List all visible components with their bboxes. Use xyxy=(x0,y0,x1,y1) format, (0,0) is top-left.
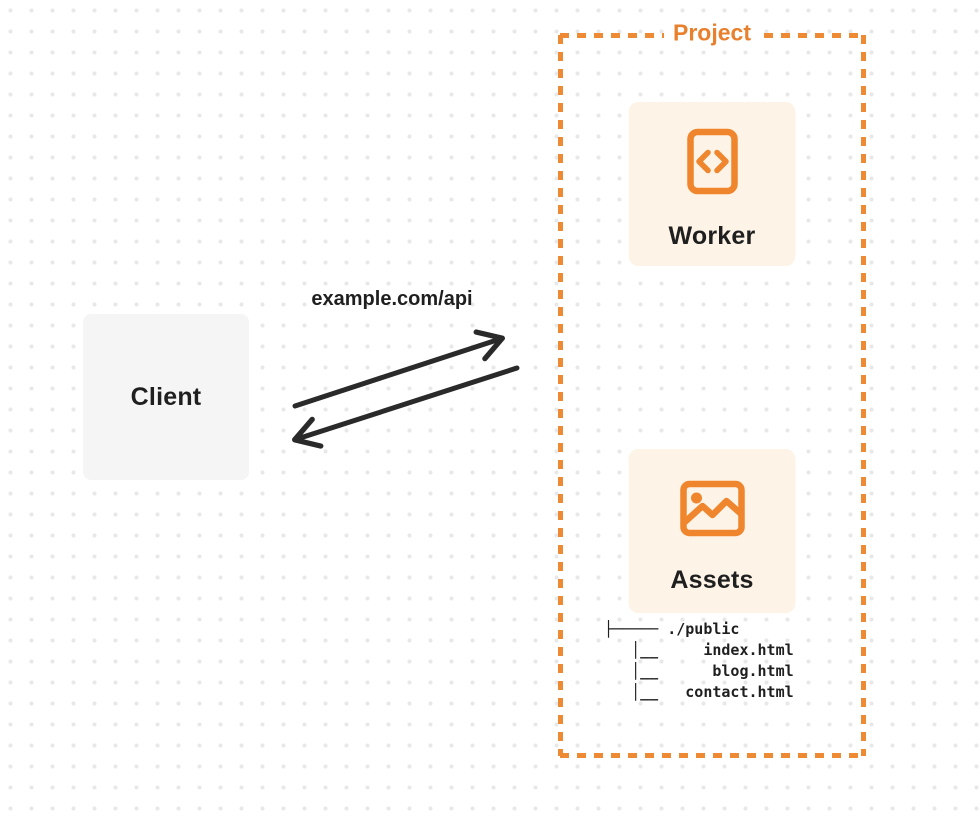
project-label: Project xyxy=(664,19,760,47)
assets-file-tree: ├───── ./public │__ index.html │__ blog.… xyxy=(604,620,794,701)
code-document-icon xyxy=(686,128,738,195)
project-border-right xyxy=(861,35,866,756)
request-url-label: example.com/api xyxy=(311,288,473,310)
assets-label: Assets xyxy=(670,566,754,594)
worker-label: Worker xyxy=(668,222,756,250)
project-container: Project Worker Assets ├───── ./publ xyxy=(558,19,866,758)
worker-node: Worker xyxy=(628,102,796,266)
project-border-bottom xyxy=(560,753,864,758)
client-label: Client xyxy=(130,382,202,411)
image-icon xyxy=(679,480,745,537)
client-node: Client xyxy=(83,314,249,480)
request-arrow xyxy=(292,329,506,409)
project-border-left xyxy=(558,35,563,756)
response-arrow xyxy=(291,365,520,449)
assets-node: Assets xyxy=(628,449,796,613)
